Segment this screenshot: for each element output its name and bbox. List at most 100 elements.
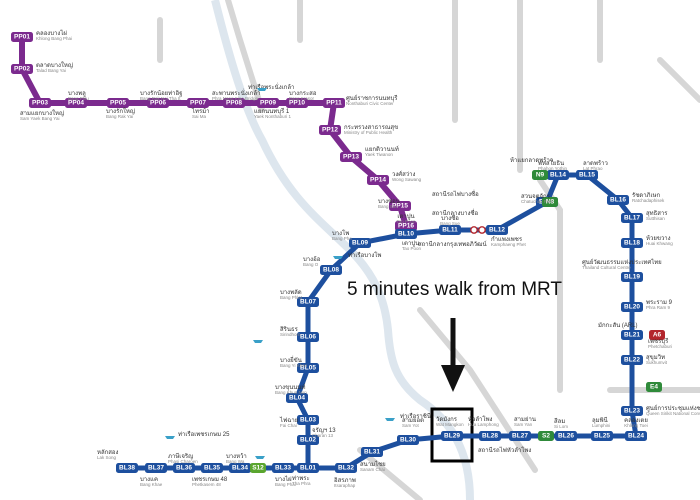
svg-text:S2: S2 [542, 433, 550, 440]
station-label-en-bl29: Wat Mangkon [436, 422, 464, 427]
station-badge-pp15[interactable]: PP15 [389, 201, 411, 211]
svg-text:PP15: PP15 [392, 203, 408, 210]
station-badge-pp07[interactable]: PP07 [187, 98, 209, 108]
station-badge-bl18[interactable]: BL18 [621, 238, 643, 248]
station-badge-pp10[interactable]: PP10 [286, 98, 308, 108]
station-badge-pp08[interactable]: PP08 [223, 98, 245, 108]
station-badge-bl19[interactable]: BL19 [621, 272, 643, 282]
station-label-en-pp07: Sai Ma [192, 114, 207, 119]
station-badge-pp11[interactable]: PP11 [323, 98, 345, 108]
svg-text:PP14: PP14 [370, 177, 386, 184]
station-badge-bl04[interactable]: BL04 [286, 393, 308, 403]
svg-text:PP06: PP06 [150, 100, 166, 107]
station-badge-bl34[interactable]: BL34 [229, 463, 251, 473]
station-badge-bl02[interactable]: BL02 [297, 435, 319, 445]
svg-text:BL02: BL02 [300, 437, 316, 444]
station-badge-bl14[interactable]: BL14 [547, 170, 569, 180]
station-badge-bl16[interactable]: BL16 [607, 195, 629, 205]
station-badge-pp12[interactable]: PP12 [319, 125, 341, 135]
station-badge-pp02[interactable]: PP02 [11, 64, 33, 74]
station-label-en-bl21: Phetchaburi [648, 344, 672, 349]
station-badge-pp09[interactable]: PP09 [257, 98, 279, 108]
station-badge-bl22[interactable]: BL22 [621, 355, 643, 365]
svg-text:PP13: PP13 [343, 154, 359, 161]
station-badge-pp03[interactable]: PP03 [29, 98, 51, 108]
station-label-pp08: สะพานพระนั่งเกล้า [212, 89, 260, 97]
station-badge-pp06[interactable]: PP06 [147, 98, 169, 108]
station-label-en-bl09: Bang Pho [332, 236, 352, 241]
station-badge-bl24[interactable]: BL24 [625, 431, 647, 441]
station-badge-bl12[interactable]: BL12 [486, 225, 508, 235]
station-label-en-pp14: Wong Sawang [392, 177, 422, 182]
extra-label-tha-ruea-phetkasem: ท่าเรือเพชรเกษม 25 [178, 430, 230, 438]
boat-pier-icon [165, 436, 175, 439]
station-badge-bl26[interactable]: BL26 [555, 431, 577, 441]
station-label-en-pp09: Yaek Nonthaburi 1 [254, 114, 291, 119]
station-badge-bl05[interactable]: BL05 [297, 363, 319, 373]
extra-label-krung-thep-aphiwat: สถานีกลางกรุงเทพอภิวัฒน์ [418, 240, 487, 248]
station-badge-bl06[interactable]: BL06 [297, 332, 319, 342]
station-label-en-pp11: Nonthaburi Civic Center [346, 101, 394, 106]
station-badge-pp01[interactable]: PP01 [11, 32, 33, 42]
station-badge-bl32[interactable]: BL32 [335, 463, 357, 473]
svg-text:BL14: BL14 [550, 172, 566, 179]
station-badge-bl38[interactable]: BL38 [116, 463, 138, 473]
svg-text:BL12: BL12 [489, 227, 505, 234]
station-badge-pp14[interactable]: PP14 [367, 175, 389, 185]
station-badge-s2[interactable]: S2 [538, 431, 554, 441]
station-badge-pp16[interactable]: PP16 [395, 221, 417, 231]
station-badge-bl11[interactable]: BL11 [439, 225, 461, 235]
station-badge-bl29[interactable]: BL29 [441, 431, 463, 441]
station-label-en-bl30: Sam Yot [402, 423, 420, 428]
station-badge-pp04[interactable]: PP04 [65, 98, 87, 108]
svg-text:BL07: BL07 [300, 299, 316, 306]
svg-text:BL29: BL29 [444, 433, 460, 440]
extra-label-hua-lamphong-rail: สถานีรถไฟหัวลำโพง [478, 446, 531, 454]
station-badge-pp13[interactable]: PP13 [340, 152, 362, 162]
station-badge-a6[interactable]: A6 [649, 330, 665, 340]
station-label-en-bl04: Bang Khun Non [275, 390, 307, 395]
station-badge-bl08[interactable]: BL08 [320, 265, 342, 275]
station-badge-bl03[interactable]: BL03 [297, 415, 319, 425]
station-badge-bl17[interactable]: BL17 [621, 213, 643, 223]
station-badge-n8[interactable]: N8 [542, 197, 558, 207]
station-badge-bl37[interactable]: BL37 [145, 463, 167, 473]
station-badge-bl31[interactable]: BL31 [361, 447, 383, 457]
interchange-marker [470, 226, 478, 234]
station-badge-bl21[interactable]: BL21 [621, 330, 643, 340]
station-badge-bl28[interactable]: BL28 [479, 431, 501, 441]
station-label-pp11: ศูนย์ราชการนนทบุรี [346, 94, 398, 102]
station-badge-bl20[interactable]: BL20 [621, 302, 643, 312]
station-label-pp04: บางพลู [68, 90, 86, 97]
station-badge-s12[interactable]: S12 [250, 463, 266, 473]
svg-text:BL22: BL22 [624, 357, 640, 364]
station-badge-bl36[interactable]: BL36 [173, 463, 195, 473]
station-label-bl20: พระราม 9 [646, 299, 673, 306]
station-badge-bl01[interactable]: BL01 [297, 463, 319, 473]
svg-text:A6: A6 [653, 332, 662, 339]
station-label-en-bl13: Chatuchak Park [521, 199, 554, 204]
station-label-en-bl33: Bang Phai [275, 482, 296, 487]
station-badge-pp05[interactable]: PP05 [107, 98, 129, 108]
station-badge-bl07[interactable]: BL07 [297, 297, 319, 307]
svg-text:BL37: BL37 [148, 465, 164, 472]
station-badge-bl23[interactable]: BL23 [621, 406, 643, 416]
station-label-en-pp13: Yaek Tiwanon [365, 152, 393, 157]
station-label-bl12: กำแพงเพชร [491, 236, 523, 243]
station-badge-bl30[interactable]: BL30 [397, 435, 419, 445]
station-badge-bl33[interactable]: BL33 [272, 463, 294, 473]
station-badge-bl09[interactable]: BL09 [349, 238, 371, 248]
station-badge-e4[interactable]: E4 [646, 382, 662, 392]
station-badge-bl25[interactable]: BL25 [591, 431, 613, 441]
station-badge-n9[interactable]: N9 [532, 170, 548, 180]
station-badge-bl10[interactable]: BL10 [395, 229, 417, 239]
station-badge-bl35[interactable]: BL35 [201, 463, 223, 473]
station-badge-bl27[interactable]: BL27 [509, 431, 531, 441]
svg-text:PP11: PP11 [326, 100, 342, 107]
station-label-en-pp04: Bang Phlu [68, 96, 89, 101]
station-badge-bl15[interactable]: BL15 [576, 170, 598, 180]
station-label-pp14: วงศ์สว่าง [392, 170, 416, 178]
svg-text:PP10: PP10 [289, 100, 305, 107]
station-label-en-bl34: Bang Wa [226, 459, 245, 464]
